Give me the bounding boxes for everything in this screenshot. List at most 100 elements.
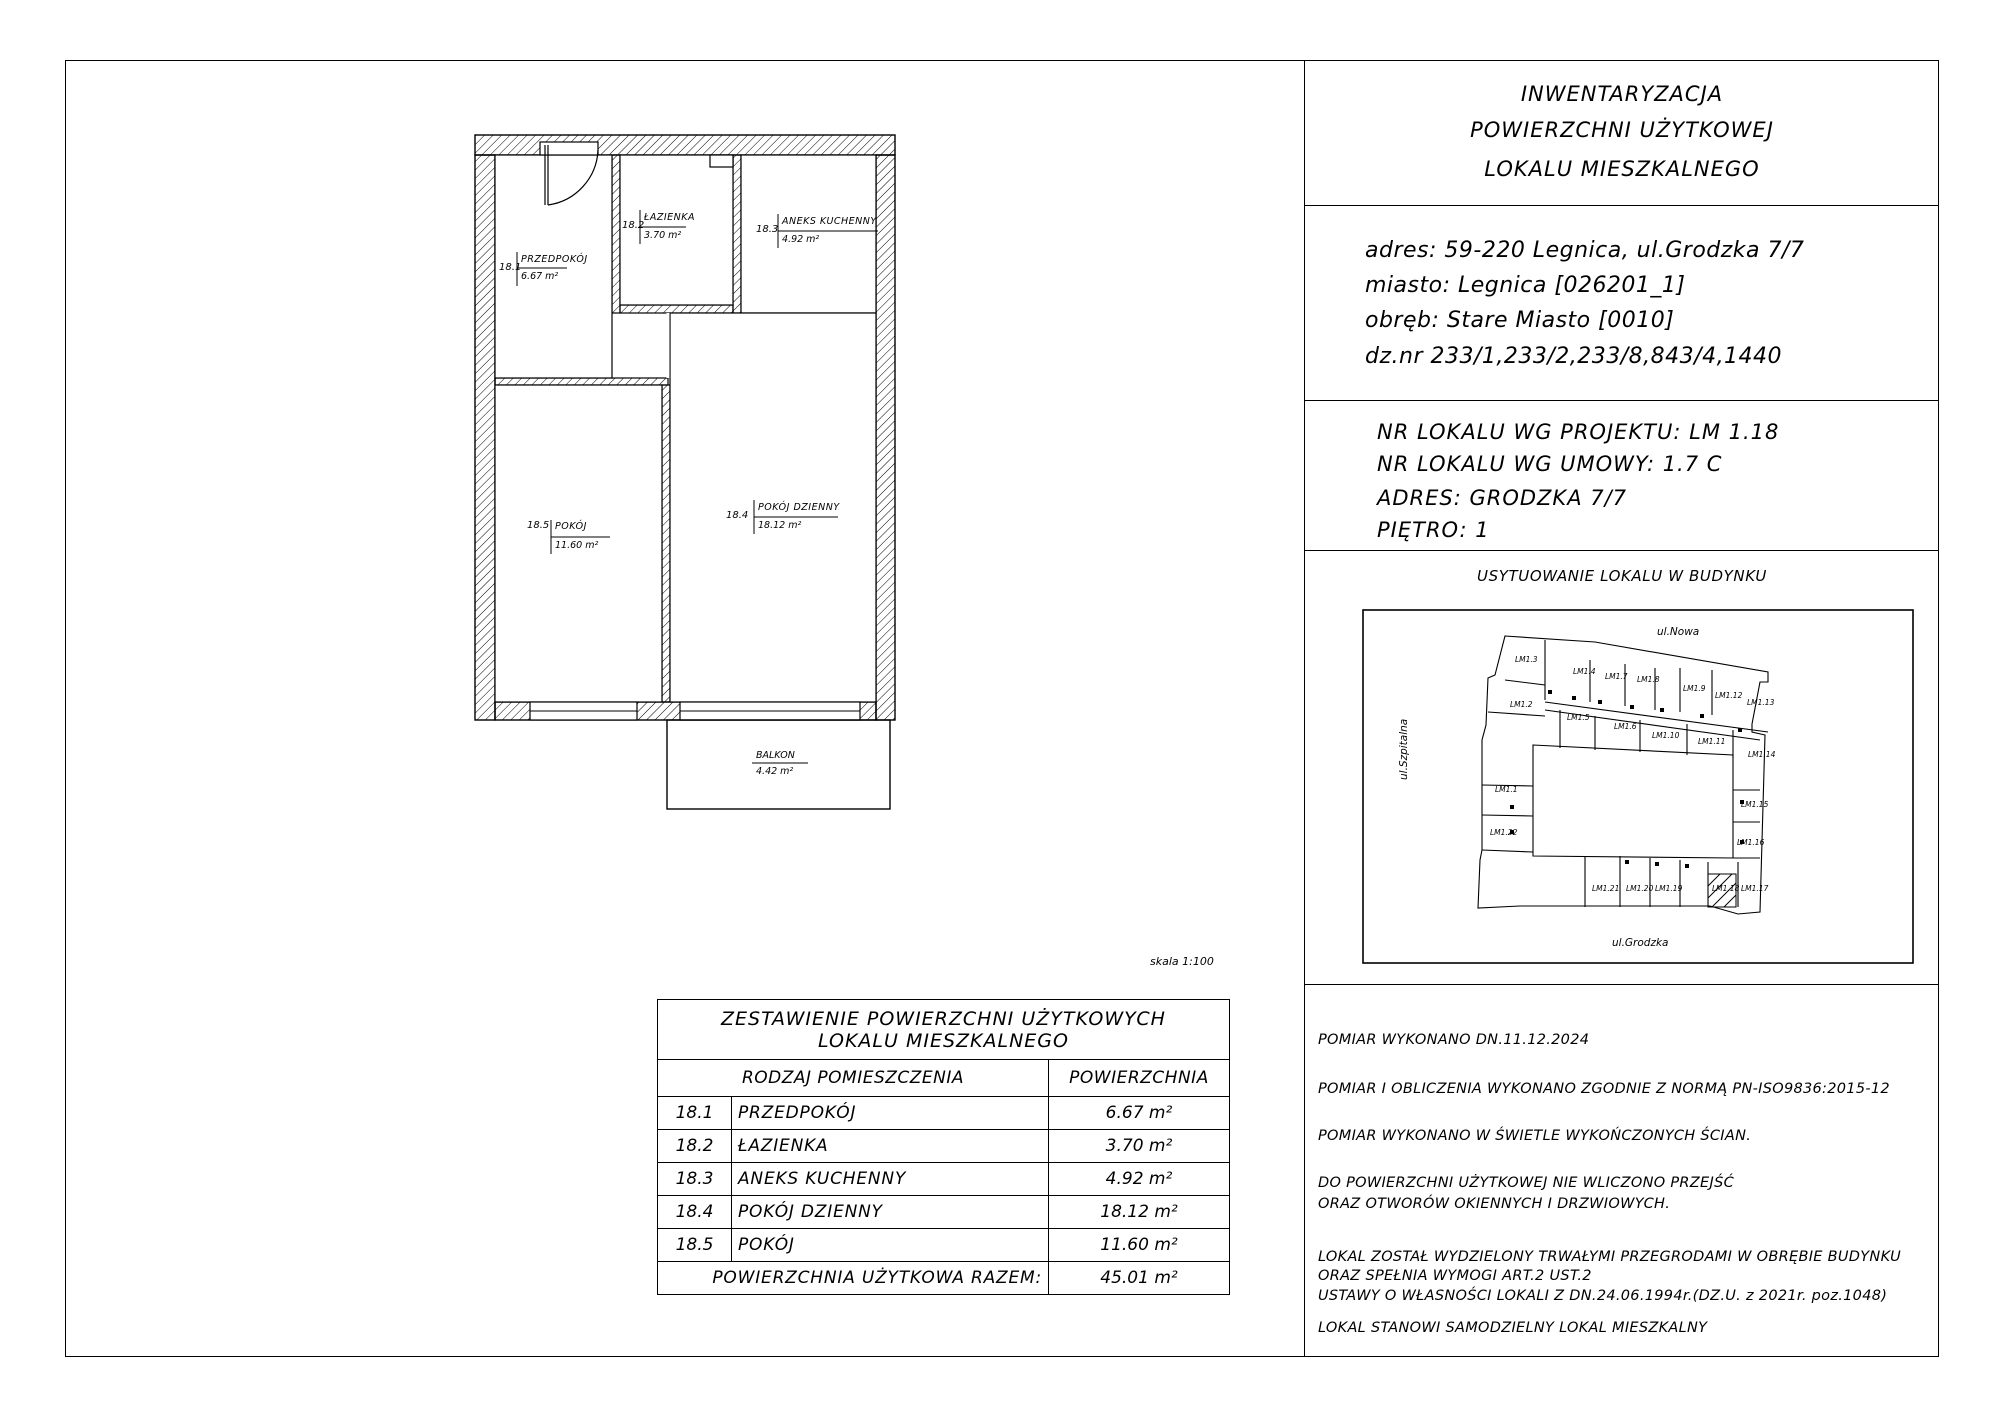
row-area: 11.60 m² [1048, 1228, 1230, 1262]
title-line-1: INWENTARYZACJA [1520, 82, 1724, 106]
row-room-name: ANEKS KUCHENNY [731, 1162, 1049, 1196]
room-name: ŁAZIENKA [644, 212, 695, 223]
map-unit-label: LM1.9 [1683, 684, 1706, 693]
map-unit-label: LM1.7 [1605, 672, 1628, 681]
table-row: 18.5 POKÓJ 11.60 m² [657, 1228, 1230, 1262]
table-row: 18.2 ŁAZIENKA 3.70 m² [657, 1129, 1230, 1163]
map-unit-label: LM1.13 [1747, 698, 1775, 707]
note-date: POMIAR WYKONANO DN.11.12.2024 [1318, 1032, 1590, 1048]
room-name: POKÓJ [555, 521, 587, 532]
row-room-name: ŁAZIENKA [731, 1129, 1049, 1163]
column-header-room-type: RODZAJ POMIESZCZENIA [657, 1059, 1049, 1097]
divider-map [1304, 984, 1939, 985]
address-miasto: miasto: Legnica [026201_1] [1365, 273, 1686, 298]
scale-label: skala 1:100 [1150, 955, 1214, 968]
room-area: 11.60 m² [555, 540, 599, 551]
room-name: POKÓJ DZIENNY [758, 502, 840, 513]
room-number: 18.5 [527, 520, 550, 531]
location-map-title: USYTUOWANIE LOKALU W BUDYNKU [1477, 567, 1767, 585]
room-number: 18.4 [726, 510, 749, 521]
note-law-2: ORAZ SPEŁNIA WYMOGI ART.2 UST.2 [1318, 1268, 1592, 1284]
divider-address [1304, 400, 1939, 401]
lokal-adres: ADRES: GRODZKA 7/7 [1377, 486, 1628, 510]
balcony-area: 4.42 m² [756, 766, 794, 777]
row-area: 18.12 m² [1048, 1195, 1230, 1229]
street-north-label: ul.Nowa [1657, 626, 1700, 638]
map-unit-label: LM1.2 [1510, 700, 1533, 709]
note-norm: POMIAR I OBLICZENIA WYKONANO ZGODNIE Z N… [1318, 1081, 1890, 1097]
table-row: 18.4 POKÓJ DZIENNY 18.12 m² [657, 1195, 1230, 1229]
table-title-line-2: LOKALU MIESZKALNEGO [818, 1029, 1069, 1052]
table-title-line-1: ZESTAWIENIE POWIERZCHNI UŻYTKOWYCH [721, 1007, 1166, 1030]
row-area: 3.70 m² [1048, 1129, 1230, 1163]
row-number: 18.5 [657, 1228, 732, 1262]
room-number: 18.1 [499, 262, 522, 273]
row-area: 6.67 m² [1048, 1096, 1230, 1130]
map-unit-label: LM1.1 [1495, 785, 1518, 794]
row-area: 4.92 m² [1048, 1162, 1230, 1196]
room-name: PRZEDPOKÓJ [521, 254, 588, 265]
row-number: 18.3 [657, 1162, 732, 1196]
map-unit-label: LM1.18 [1712, 884, 1740, 893]
map-unit-label: LM1.21 [1592, 884, 1620, 893]
note-law-1: LOKAL ZOSTAŁ WYDZIELONY TRWAŁYMI PRZEGRO… [1318, 1249, 1902, 1265]
map-unit-label: LM1.17 [1741, 884, 1769, 893]
balcony-name: BALKON [756, 750, 795, 761]
map-unit-label: LM1.20 [1626, 884, 1654, 893]
map-unit-label: LM1.12 [1715, 691, 1743, 700]
address-dz: dz.nr 233/1,233/2,233/8,843/4,1440 [1365, 344, 1783, 369]
title-line-2: POWIERZCHNI UŻYTKOWEJ [1470, 118, 1774, 142]
map-unit-label: LM1.14 [1748, 750, 1776, 759]
map-unit-label: LM1.10 [1652, 731, 1680, 740]
room-area: 6.67 m² [521, 271, 559, 282]
address-obreb: obręb: Stare Miasto [0010] [1365, 308, 1675, 333]
map-unit-label: LM1.15 [1741, 800, 1769, 809]
row-number: 18.2 [657, 1129, 732, 1163]
map-unit-label: LM1.5 [1567, 713, 1590, 722]
right-panel-divider [1304, 60, 1305, 1357]
divider-lokal [1304, 550, 1939, 551]
note-law-3: USTAWY O WŁASNOŚCI LOKALI Z DN.24.06.199… [1318, 1288, 1888, 1304]
note-excl-1: DO POWIERZCHNI UŻYTKOWEJ NIE WLICZONO PR… [1318, 1175, 1735, 1191]
room-area: 4.92 m² [782, 234, 820, 245]
map-unit-label: LM1.4 [1573, 667, 1596, 676]
lokal-pietro: PIĘTRO: 1 [1377, 518, 1490, 542]
note-excl-2: ORAZ OTWORÓW OKIENNYCH I DRZWIOWYCH. [1318, 1196, 1671, 1212]
table-row: 18.1 PRZEDPOKÓJ 6.67 m² [657, 1096, 1230, 1130]
column-header-area: POWIERZCHNIA [1048, 1059, 1230, 1097]
room-name: ANEKS KUCHENNY [782, 216, 877, 227]
street-south-label: ul.Grodzka [1612, 937, 1669, 949]
row-room-name: POKÓJ DZIENNY [731, 1195, 1049, 1229]
map-unit-label: LM1.16 [1737, 838, 1765, 847]
room-area: 18.12 m² [758, 520, 802, 531]
total-label: POWIERZCHNIA UŻYTKOWA RAZEM: [657, 1261, 1049, 1295]
room-number: 18.3 [756, 224, 779, 235]
note-independent: LOKAL STANOWI SAMODZIELNY LOKAL MIESZKAL… [1318, 1320, 1708, 1336]
map-unit-label: LM1.8 [1637, 675, 1660, 684]
row-room-name: PRZEDPOKÓJ [731, 1096, 1049, 1130]
row-room-name: POKÓJ [731, 1228, 1049, 1262]
map-unit-label: LM1.6 [1614, 722, 1637, 731]
map-unit-label: LM1.22 [1490, 828, 1518, 837]
table-row: 18.3 ANEKS KUCHENNY 4.92 m² [657, 1162, 1230, 1196]
divider-title [1304, 205, 1939, 206]
map-unit-label: LM1.3 [1515, 655, 1538, 664]
address-adres: adres: 59-220 Legnica, ul.Grodzka 7/7 [1365, 238, 1805, 263]
map-unit-label: LM1.19 [1655, 884, 1683, 893]
note-walls: POMIAR WYKONANO W ŚWIETLE WYKOŃCZONYCH Ś… [1318, 1128, 1752, 1144]
area-summary-table: ZESTAWIENIE POWIERZCHNI UŻYTKOWYCH LOKAL… [657, 999, 1230, 1295]
row-number: 18.1 [657, 1096, 732, 1130]
table-total-row: POWIERZCHNIA UŻYTKOWA RAZEM: 45.01 m² [657, 1261, 1230, 1295]
row-number: 18.4 [657, 1195, 732, 1229]
total-value: 45.01 m² [1048, 1261, 1230, 1295]
room-number: 18.2 [622, 220, 645, 231]
title-line-3: LOKALU MIESZKALNEGO [1484, 157, 1760, 181]
map-unit-label: LM1.11 [1698, 737, 1726, 746]
lokal-umowa: NR LOKALU WG UMOWY: 1.7 C [1377, 452, 1723, 476]
drawing-frame [65, 60, 1939, 1357]
room-area: 3.70 m² [644, 230, 682, 241]
lokal-projekt: NR LOKALU WG PROJEKTU: LM 1.18 [1377, 420, 1780, 444]
table-title: ZESTAWIENIE POWIERZCHNI UŻYTKOWYCH LOKAL… [657, 999, 1230, 1060]
